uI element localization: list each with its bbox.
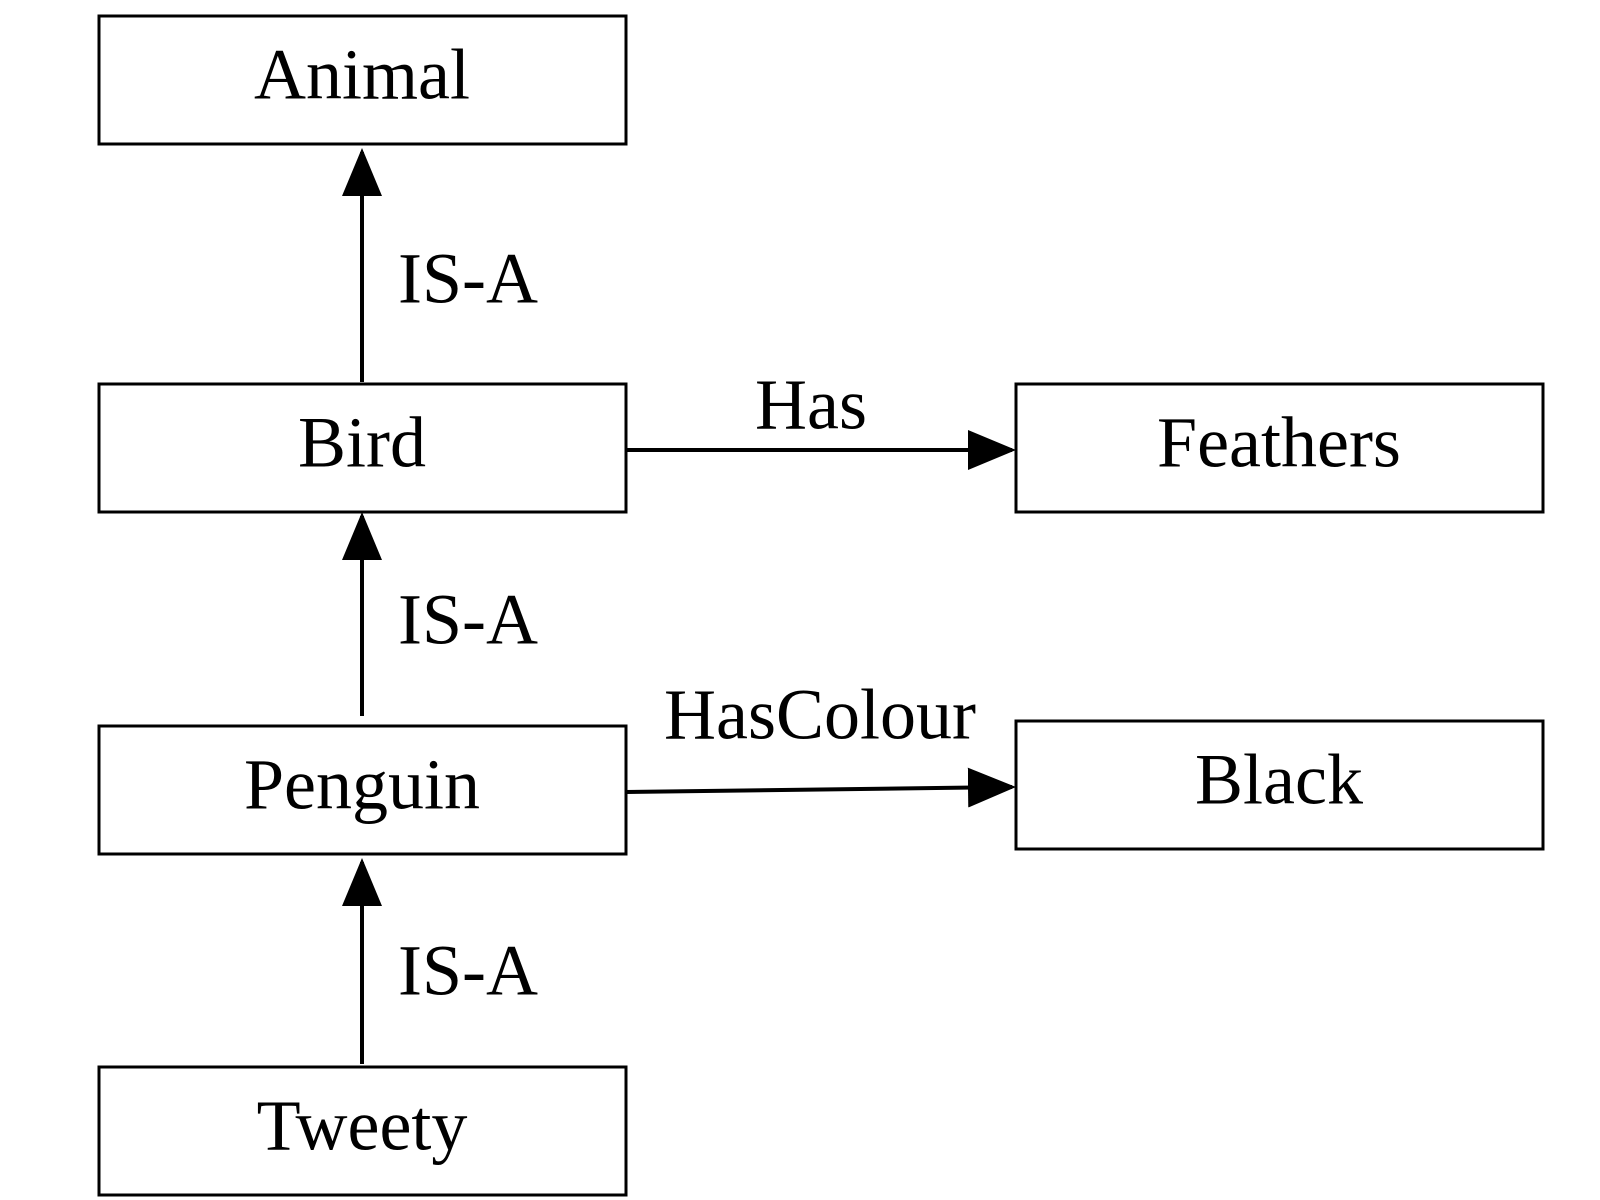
node-tweety-label: Tweety [257,1086,468,1166]
edge-bird-animal: IS-A [342,148,538,382]
edge-label-bird-feathers: Has [755,365,867,445]
node-penguin-label: Penguin [244,745,480,825]
edge-penguin-black: HasColour [625,675,1016,808]
edge-label-penguin-black: HasColour [664,675,976,755]
node-animal: Animal [97,14,628,146]
node-bird-label: Bird [298,403,426,483]
node-feathers: Feathers [1014,382,1545,514]
node-black-label: Black [1195,740,1363,820]
edge-penguin-bird: IS-A [342,512,538,716]
edge-tweety-penguin: IS-A [342,858,538,1064]
edge-bird-feathers: Has [626,365,1016,470]
node-tweety-box [97,1065,628,1197]
node-feathers-label: Feathers [1157,403,1401,483]
edge-label-penguin-bird: IS-A [398,580,538,660]
node-bird: Bird [97,382,628,514]
node-penguin: Penguin [97,724,628,856]
node-bird-box [97,382,628,514]
node-penguin-box [97,724,628,856]
node-black-box [1014,719,1545,851]
edge-line-penguin-black [625,767,1016,808]
edge-label-tweety-penguin: IS-A [398,931,538,1011]
node-animal-label: Animal [254,35,470,115]
node-tweety: Tweety [97,1065,628,1197]
node-animal-box [97,14,628,146]
edge-label-bird-animal: IS-A [398,239,538,319]
node-black: Black [1014,719,1545,851]
node-feathers-box [1014,382,1545,514]
